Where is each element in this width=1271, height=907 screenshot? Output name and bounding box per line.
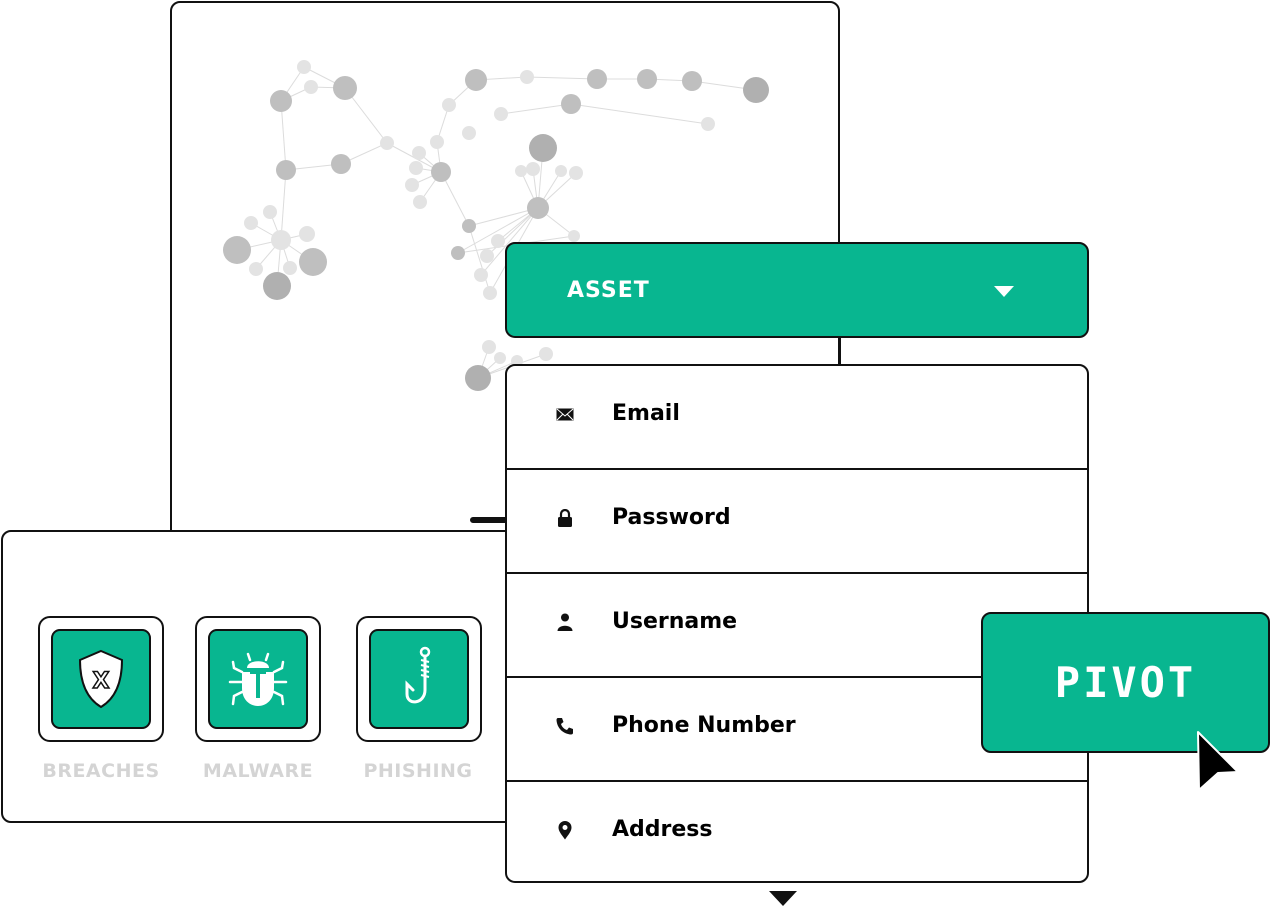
graph-node[interactable] [515, 165, 527, 177]
graph-node[interactable] [527, 197, 549, 219]
pivot-button[interactable]: PIVOT [981, 612, 1270, 753]
mouse-cursor-icon [1197, 731, 1239, 791]
graph-node[interactable] [561, 94, 581, 114]
category-phishing-button[interactable] [356, 616, 482, 742]
graph-node[interactable] [462, 219, 476, 233]
category-breaches-label: BREACHES [42, 760, 160, 782]
graph-node[interactable] [555, 165, 567, 177]
network-graph[interactable] [0, 0, 1271, 560]
graph-node[interactable] [405, 178, 419, 192]
graph-node[interactable] [637, 69, 657, 89]
graph-node[interactable] [223, 236, 251, 264]
graph-node[interactable] [587, 69, 607, 89]
graph-node[interactable] [526, 162, 540, 176]
graph-node[interactable] [480, 249, 494, 263]
graph-node[interactable] [539, 347, 553, 361]
option-address[interactable]: Address [507, 782, 1087, 881]
graph-node[interactable] [331, 154, 351, 174]
asset-dropdown-label: ASSET [567, 278, 650, 303]
option-label: Password [612, 505, 731, 530]
category-breaches-button[interactable]: X [38, 616, 164, 742]
scroll-down-caret-icon[interactable] [769, 891, 797, 906]
envelope-icon [555, 404, 575, 424]
connector-line [470, 517, 510, 523]
graph-nodes [223, 60, 769, 391]
graph-node[interactable] [297, 60, 311, 74]
graph-node[interactable] [743, 77, 769, 103]
graph-node[interactable] [483, 286, 497, 300]
graph-node[interactable] [244, 216, 258, 230]
option-phone-number[interactable]: Phone Number [507, 678, 1087, 782]
option-email[interactable]: Email [507, 366, 1087, 470]
graph-node[interactable] [430, 135, 444, 149]
phone-icon [555, 716, 575, 736]
graph-node[interactable] [442, 98, 456, 112]
option-label: Username [612, 609, 738, 634]
graph-node[interactable] [263, 272, 291, 300]
graph-node[interactable] [465, 69, 487, 91]
connector-line-vertical [839, 338, 841, 366]
graph-node[interactable] [276, 160, 296, 180]
option-label: Email [612, 401, 680, 426]
graph-node[interactable] [299, 226, 315, 242]
option-label: Phone Number [612, 713, 796, 738]
graph-node[interactable] [462, 126, 476, 140]
map-pin-icon [555, 820, 575, 840]
graph-node[interactable] [529, 134, 557, 162]
graph-node[interactable] [682, 71, 702, 91]
graph-node[interactable] [494, 352, 506, 364]
category-malware-label: MALWARE [202, 760, 314, 782]
user-icon [555, 612, 575, 632]
graph-node[interactable] [482, 340, 496, 354]
option-label: Address [612, 817, 713, 842]
option-password[interactable]: Password [507, 470, 1087, 574]
graph-node[interactable] [568, 230, 580, 242]
shield-x-icon: X [78, 649, 124, 709]
graph-node[interactable] [271, 230, 291, 250]
graph-node[interactable] [413, 195, 427, 209]
category-malware-button[interactable] [195, 616, 321, 742]
graph-node[interactable] [569, 166, 583, 180]
graph-node[interactable] [304, 80, 318, 94]
lock-icon [555, 508, 575, 528]
caret-down-icon[interactable] [994, 286, 1014, 297]
bug-icon [228, 652, 288, 706]
svg-text:X: X [93, 669, 110, 694]
option-username[interactable]: Username [507, 574, 1087, 678]
graph-node[interactable] [249, 262, 263, 276]
asset-type-dropdown[interactable]: ASSET [505, 242, 1089, 338]
graph-node[interactable] [701, 117, 715, 131]
graph-node[interactable] [299, 248, 327, 276]
graph-node[interactable] [283, 261, 297, 275]
graph-node[interactable] [491, 234, 505, 248]
graph-node[interactable] [333, 76, 357, 100]
graph-node[interactable] [263, 205, 277, 219]
fishhook-icon [405, 646, 431, 704]
graph-node[interactable] [520, 70, 534, 84]
category-phishing-label: PHISHING [363, 760, 473, 782]
graph-node[interactable] [465, 365, 491, 391]
graph-node[interactable] [494, 107, 508, 121]
graph-node[interactable] [474, 268, 488, 282]
graph-node[interactable] [412, 146, 426, 160]
threat-categories-panel: X BREACHES MALWARE [1, 530, 521, 823]
graph-node[interactable] [270, 90, 292, 112]
graph-node[interactable] [409, 161, 423, 175]
graph-node[interactable] [380, 136, 394, 150]
graph-node[interactable] [451, 246, 465, 260]
graph-node[interactable] [431, 162, 451, 182]
